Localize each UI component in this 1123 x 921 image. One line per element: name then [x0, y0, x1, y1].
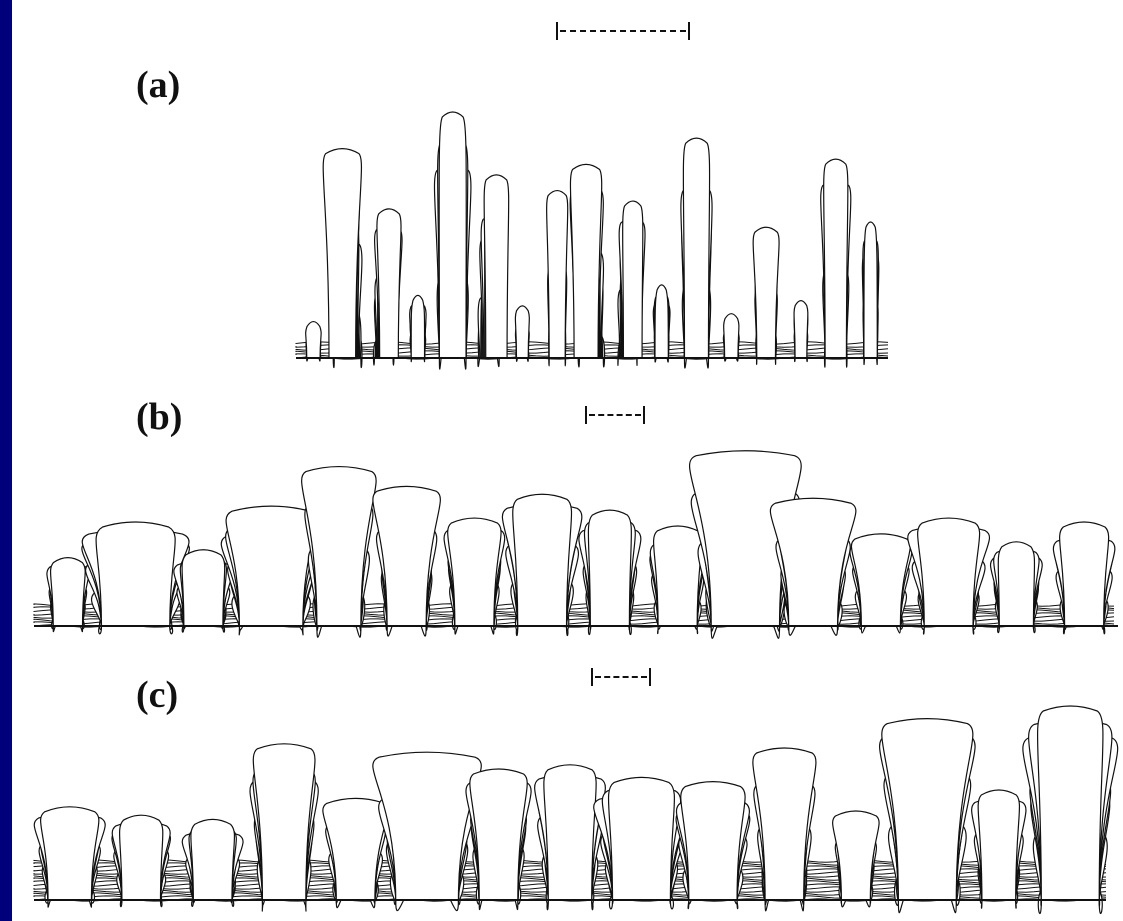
- contour-line: [439, 112, 466, 358]
- contour-line: [253, 744, 315, 900]
- growth-column: [174, 550, 233, 632]
- growth-column: [579, 510, 641, 634]
- growth-column: [410, 295, 426, 361]
- growth-column: [323, 798, 388, 907]
- growth-column: [323, 149, 362, 368]
- growth-column: [306, 322, 321, 361]
- contour-line: [654, 526, 702, 626]
- growth-column: [991, 542, 1043, 633]
- growth-column: [182, 819, 243, 906]
- contour-line: [918, 518, 980, 626]
- contour-line: [753, 227, 779, 358]
- contour-line: [120, 815, 163, 900]
- scale-bar-a: [556, 22, 690, 40]
- growth-column: [753, 748, 816, 911]
- contour-line: [306, 322, 321, 358]
- scale-bar-c: [591, 668, 651, 686]
- contour-line: [191, 819, 235, 900]
- growth-column: [547, 191, 568, 366]
- contour-line: [623, 201, 643, 358]
- contour-line: [411, 295, 424, 358]
- contour-line: [323, 798, 388, 900]
- contour-line: [724, 314, 739, 358]
- contour-line: [377, 209, 401, 358]
- contour-line: [448, 518, 501, 626]
- growth-column: [434, 112, 470, 369]
- panel-label-a: (a): [136, 66, 180, 104]
- growth-column: [515, 306, 529, 362]
- contour-line: [794, 301, 808, 358]
- growth-pattern-b: [34, 424, 1118, 628]
- growth-column: [47, 558, 89, 632]
- growth-column: [676, 782, 750, 909]
- contour-line: [470, 769, 527, 900]
- contour-line: [864, 222, 877, 358]
- growth-column: [850, 534, 912, 633]
- growth-column: [250, 744, 318, 911]
- contour-line: [96, 522, 175, 626]
- contour-line: [226, 506, 316, 626]
- contour-line: [655, 285, 668, 358]
- growth-column: [833, 811, 879, 907]
- contour-line: [1038, 706, 1103, 900]
- growth-column: [594, 777, 689, 909]
- growth-column: [862, 222, 878, 365]
- contour-line: [182, 550, 225, 626]
- contour-line: [51, 558, 86, 626]
- growth-column: [112, 815, 170, 906]
- growth-column: [478, 175, 509, 367]
- contour-line: [41, 807, 99, 900]
- growth-column: [466, 769, 531, 909]
- growth-column: [753, 227, 779, 364]
- contour-line: [978, 790, 1019, 900]
- growth-column: [821, 159, 851, 367]
- contour-line: [824, 159, 848, 358]
- contour-line: [547, 191, 568, 358]
- contour-line: [515, 306, 529, 358]
- growth-column: [535, 765, 606, 910]
- growth-column: [570, 164, 604, 367]
- contour-line: [513, 494, 572, 626]
- growth-column: [650, 526, 705, 634]
- contour-line: [681, 782, 745, 900]
- growth-column: [653, 285, 670, 362]
- growth-column: [618, 201, 645, 365]
- contour-line: [484, 175, 509, 358]
- growth-column: [794, 301, 808, 362]
- growth-column: [1053, 522, 1114, 634]
- growth-column: [723, 314, 739, 361]
- contour-line: [1060, 522, 1109, 626]
- growth-column: [82, 522, 190, 634]
- growth-column: [302, 467, 376, 638]
- growth-column: [681, 138, 712, 368]
- growth-column: [373, 752, 481, 910]
- contour-line: [323, 149, 361, 358]
- contour-line: [998, 542, 1034, 626]
- contour-line: [608, 777, 674, 900]
- contour-line: [570, 164, 601, 358]
- growth-pattern-c: [34, 686, 1106, 902]
- contour-line: [544, 765, 596, 900]
- contour-line: [588, 510, 631, 626]
- contour-line: [683, 138, 709, 358]
- scale-bar-b: [585, 406, 645, 424]
- growth-column: [444, 518, 505, 634]
- growth-column: [373, 209, 402, 365]
- growth-pattern-a: [296, 92, 888, 360]
